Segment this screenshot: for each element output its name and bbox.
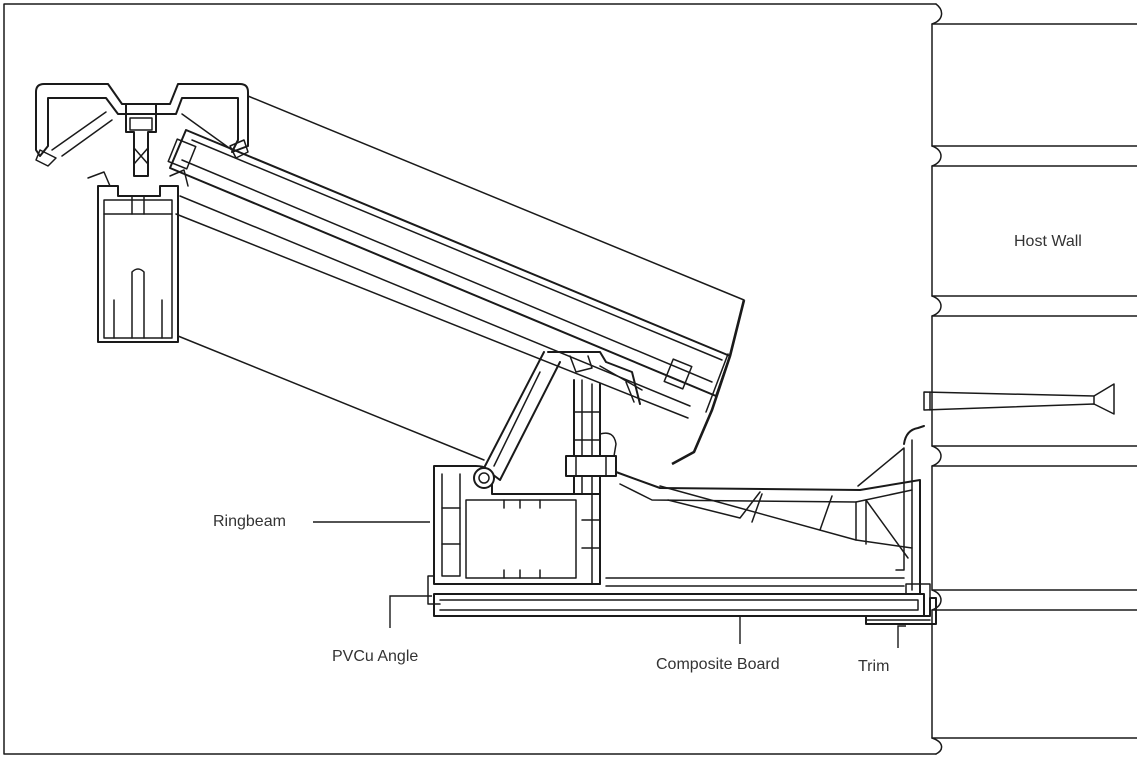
host-wall xyxy=(931,3,1137,755)
leader-pvcu-angle xyxy=(389,595,432,628)
trim-profile xyxy=(865,597,937,625)
drawing-frame xyxy=(3,3,937,755)
label-pvcu-angle: PVCu Angle xyxy=(332,648,419,665)
label-ringbeam: Ringbeam xyxy=(213,513,286,530)
label-host-wall: Host Wall xyxy=(1014,233,1082,250)
wall-fixing-plug xyxy=(923,383,1115,415)
leader-trim xyxy=(897,625,906,648)
label-trim: Trim xyxy=(858,658,890,675)
glazing-rafter xyxy=(167,95,746,481)
composite-board xyxy=(433,583,931,617)
wall-bracket xyxy=(605,425,925,595)
label-composite-board: Composite Board xyxy=(656,656,780,673)
ringbeam-profile xyxy=(427,379,617,605)
ridge-beam xyxy=(35,83,249,343)
